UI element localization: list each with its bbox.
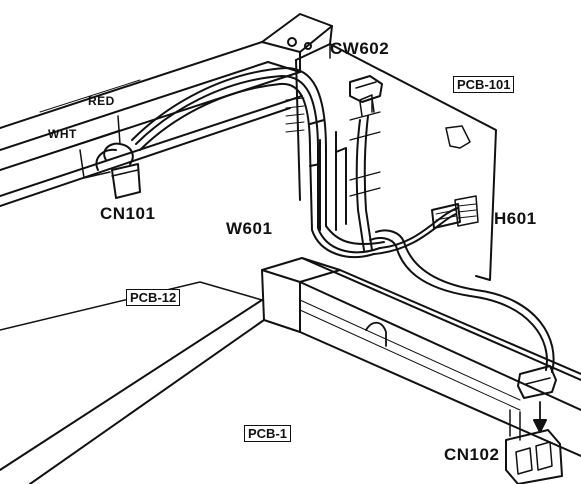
- pcb-101-board: [285, 43, 497, 281]
- cable-harness-w601: [131, 67, 555, 373]
- main-chassis: [0, 257, 581, 484]
- label-cn102: CN102: [444, 445, 500, 464]
- label-red: RED: [88, 94, 115, 108]
- label-h601: H601: [494, 209, 537, 228]
- label-pcb-12: PCB-12: [126, 289, 181, 306]
- label-pcb-101: PCB-101: [453, 76, 515, 93]
- label-w601: W601: [226, 219, 273, 238]
- top-bracket: [261, 13, 333, 73]
- support-bars: [309, 119, 347, 231]
- top-rail: [0, 41, 303, 207]
- label-wht: WHT: [48, 127, 77, 141]
- cn102-plug-and-socket: [505, 365, 563, 484]
- label-cw602: CW602: [330, 39, 390, 58]
- label-pcb-1: PCB-1: [244, 425, 292, 442]
- label-cn101: CN101: [100, 204, 156, 223]
- cn101-connector: [79, 115, 141, 199]
- cw602-connector: [349, 75, 383, 117]
- h601-connector: [431, 203, 461, 229]
